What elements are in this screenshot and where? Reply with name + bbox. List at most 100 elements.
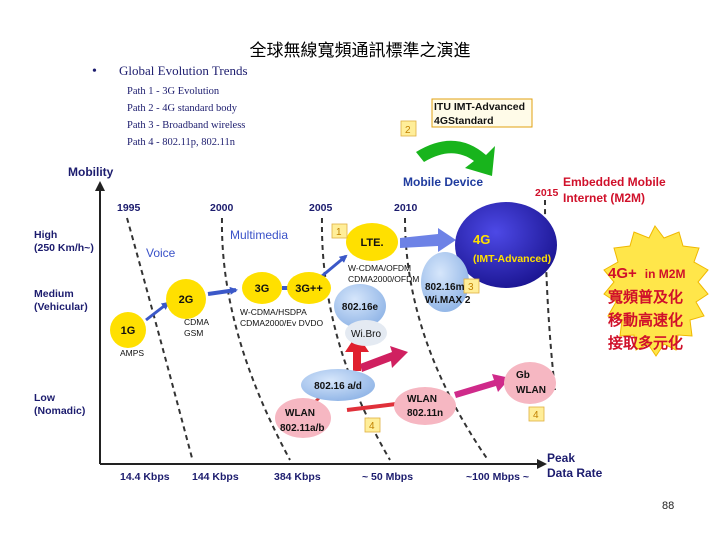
era-curve-2000 — [220, 217, 291, 461]
node-wlan-n — [394, 387, 456, 425]
node-gb-wlan — [504, 362, 556, 404]
slide-title: 全球無線寬頻通訊標準之演進 — [250, 41, 471, 61]
node-3gpp — [287, 272, 331, 304]
node-label: 1G — [121, 325, 136, 337]
node-label: Gb — [516, 370, 530, 381]
node-lte — [346, 223, 398, 261]
trend-item: Path 4 - 802.11p, 802.11n — [127, 137, 236, 148]
x-tick-label: 144 Kbps — [192, 471, 239, 483]
trend-item: Path 1 - 3G Evolution — [127, 86, 220, 97]
x-tick-label: 14.4 Kbps — [120, 471, 170, 483]
y-level-label: Medium — [34, 288, 74, 300]
path-tag-number: 2 — [405, 125, 411, 136]
year-label: 2005 — [309, 202, 333, 214]
starburst-shape — [603, 225, 709, 357]
itu-box — [431, 98, 533, 128]
node-label: 2G — [179, 294, 194, 306]
node-sublabel: W-CDMA/HSDPA — [240, 307, 307, 317]
trend-item: Path 2 - 4G standard body — [127, 103, 238, 114]
embedded-label: Embedded Mobile — [563, 175, 666, 189]
node-label: 802.11n — [407, 408, 443, 419]
node-label: WLAN — [285, 408, 315, 419]
era-curve-1995 — [126, 217, 193, 459]
node-3g — [242, 272, 282, 304]
x-tick-label: ~100 Mbps ~ — [466, 471, 529, 483]
starburst-headline: 4G+ in M2M — [608, 265, 685, 282]
starburst-line: 接取多元化 — [608, 334, 683, 352]
year-label: 2010 — [394, 202, 418, 214]
path-tag — [400, 120, 417, 137]
year-label: 2015 — [535, 187, 559, 199]
multimedia-label: Multimedia — [230, 228, 288, 242]
node-wimax2 — [421, 252, 469, 312]
trends-heading: Global Evolution Trends — [119, 63, 248, 78]
node-sublabel: CDMA — [184, 317, 209, 327]
node-label: 3G++ — [295, 283, 323, 295]
node-4g — [455, 202, 557, 288]
arrow-2g-3g — [207, 286, 238, 296]
page-number: 88 — [662, 500, 674, 512]
node-label: (IMT-Advanced) — [473, 253, 551, 265]
trends-bullet: • — [92, 64, 97, 79]
node-label: LTE. — [360, 237, 383, 249]
starburst-line: 移動高速化 — [608, 311, 683, 329]
path-tag — [331, 223, 348, 239]
year-label: 1995 — [117, 202, 141, 214]
node-80216e — [334, 284, 386, 328]
mobile-device-label: Mobile Device — [403, 175, 483, 189]
node-80216ad — [301, 369, 375, 401]
y-level-label: (Nomadic) — [34, 405, 85, 417]
node-label: 802.16 a/d — [314, 381, 362, 392]
arrow-lte-4g — [400, 228, 456, 252]
node-label: 802.16e — [342, 302, 379, 313]
path-tag — [528, 406, 545, 422]
y-level-label: Low — [34, 392, 56, 404]
node-1g — [110, 312, 146, 348]
node-label: 3G — [255, 283, 270, 295]
y-axis-title: Mobility — [68, 165, 114, 179]
node-sublabel: CDMA2000/Ev DVDO — [240, 318, 324, 328]
path-tag — [463, 278, 480, 294]
x-tick-label: ~ 50 Mbps — [362, 471, 413, 483]
green-arrow — [416, 140, 495, 176]
node-label: 802.16m — [425, 282, 465, 293]
node-wlan-ab — [275, 398, 331, 438]
x-axis-title: Data Rate — [547, 466, 603, 480]
trend-item: Path 3 - Broadband wireless — [127, 120, 245, 131]
itu-label: 4GStandard — [434, 115, 494, 127]
path-tag-number: 1 — [336, 227, 342, 238]
y-level-label: High — [34, 229, 57, 241]
red-arrow-right — [360, 346, 408, 372]
node-2g — [166, 279, 206, 319]
path-tag-number: 4 — [533, 410, 539, 421]
node-sublabel: CDMA2000/OFDM — [348, 274, 419, 284]
itu-label: ITU IMT-Advanced — [434, 101, 525, 113]
node-label: 802.11a/b — [280, 423, 324, 434]
voice-label: Voice — [146, 246, 176, 260]
year-label: 2000 — [210, 202, 234, 214]
node-sublabel: AMPS — [120, 348, 144, 358]
node-label: Wi.MAX 2 — [425, 295, 471, 306]
path-tag-number: 3 — [468, 282, 474, 293]
node-label: WLAN — [407, 394, 437, 405]
arrow-wlann-gb — [454, 374, 510, 398]
x-axis-title: Peak — [547, 451, 575, 465]
x-tick-label: 384 Kbps — [274, 471, 321, 483]
path-tag — [364, 417, 381, 433]
era-curve-2010 — [404, 217, 489, 461]
starburst-line: 寬頻普及化 — [608, 288, 683, 306]
y-level-label: (250 Km/h~) — [34, 242, 94, 254]
node-label: WLAN — [516, 385, 546, 396]
node-label: 4G — [473, 232, 490, 247]
node-sublabel: GSM — [184, 328, 203, 338]
y-level-label: (Vehicular) — [34, 301, 88, 313]
node-label: Wi.Bro — [351, 329, 381, 340]
path-tag-number: 4 — [369, 421, 375, 432]
arrow-1g-2g — [145, 301, 170, 322]
node-sublabel: W-CDMA/OFDM — [348, 263, 411, 273]
node-wibro — [345, 320, 387, 346]
arrow-wlan-wlann — [346, 402, 397, 412]
arrow-3gpp-lte — [321, 254, 348, 278]
